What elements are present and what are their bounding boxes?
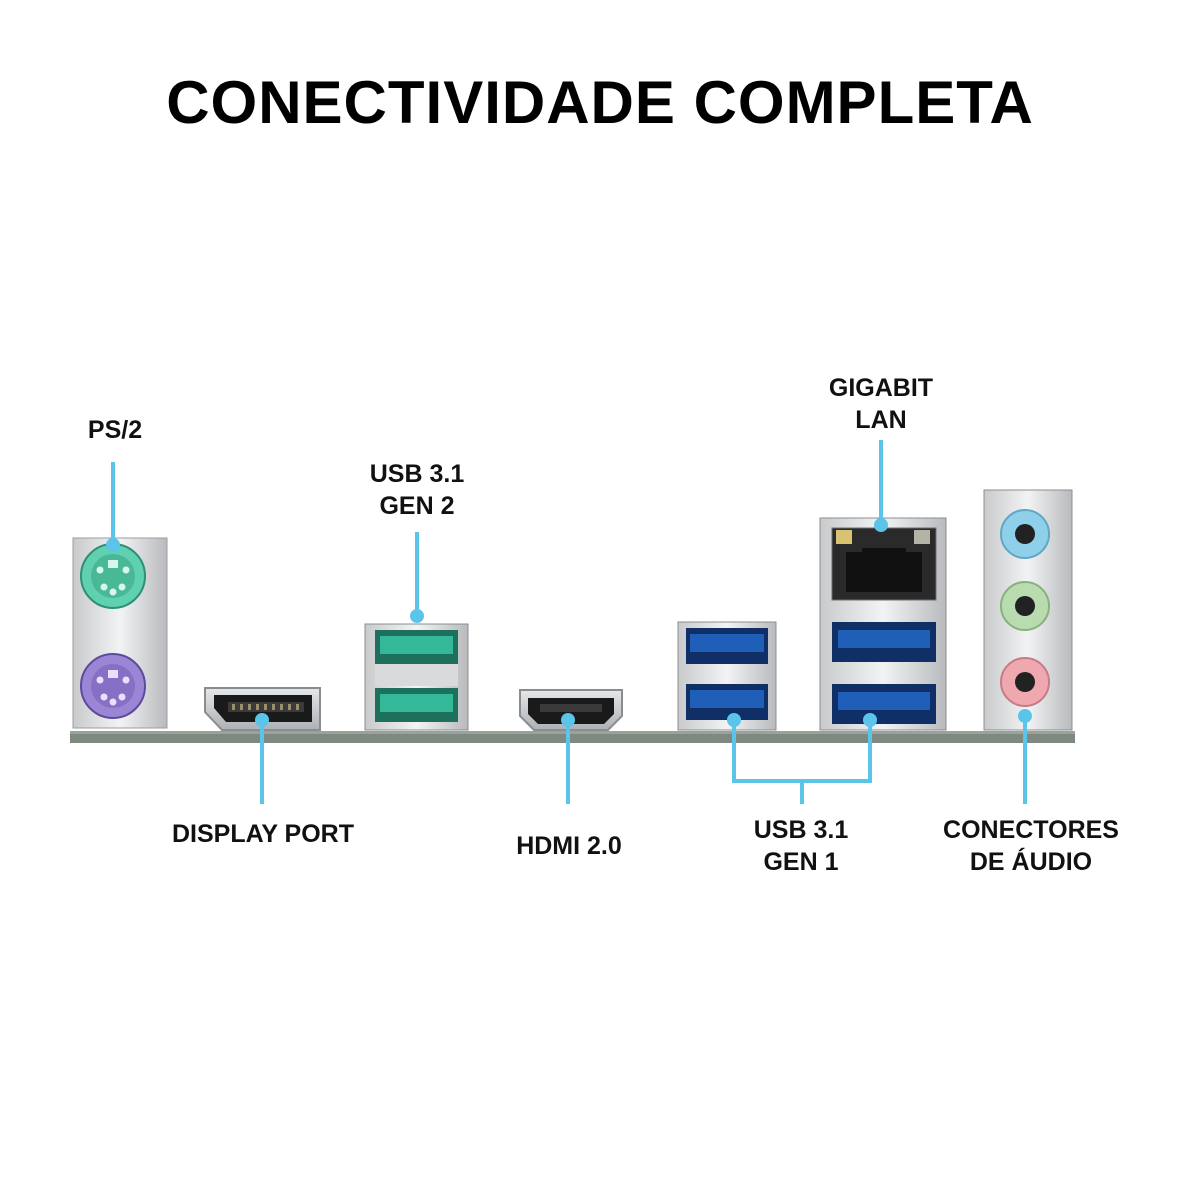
usb-gen1-stack-left	[677, 621, 777, 731]
callout-lines	[111, 440, 1027, 804]
lan-usb-stack	[819, 517, 947, 731]
audio-jacks	[983, 489, 1073, 731]
callout-dots	[106, 518, 1032, 727]
label-hdmi: HDMI 2.0	[516, 832, 622, 860]
display-port-connector	[204, 687, 321, 731]
label-ps2: PS/2	[87, 416, 143, 444]
page-title: CONECTIVIDADE COMPLETA	[166, 69, 1034, 136]
usb-gen2-ports	[364, 623, 469, 731]
label-display-port: DISPLAY PORT	[172, 820, 354, 848]
hdmi-connector	[519, 689, 623, 731]
ps2-port	[72, 537, 168, 729]
